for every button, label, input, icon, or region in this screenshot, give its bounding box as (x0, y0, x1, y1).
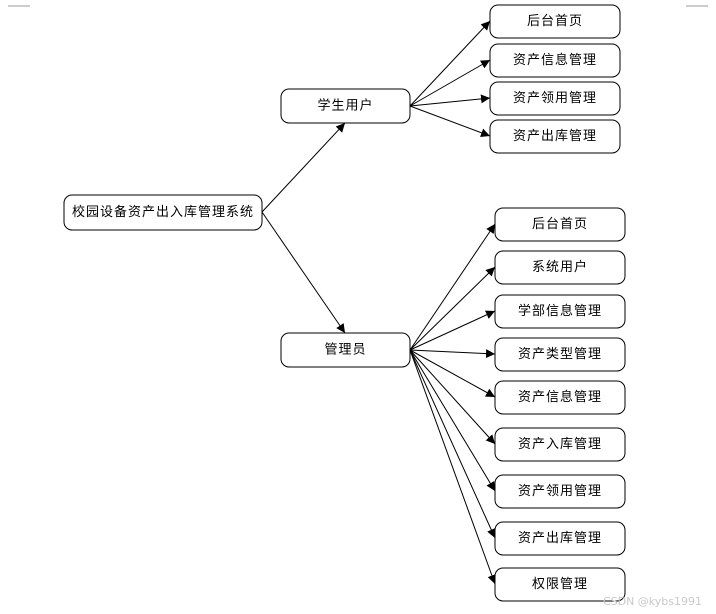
role-node-admin-label: 管理员 (324, 343, 366, 358)
admin-module-node: 资产出库管理 (494, 521, 626, 556)
edge-admin-to-module-1 (409, 223, 496, 351)
root-node: 校园设备资产出入库管理系统 (63, 194, 263, 231)
admin-module-label: 系统用户 (532, 259, 588, 275)
admin-module-label: 资产入库管理 (518, 436, 602, 452)
student-module-node: 后台首页 (489, 4, 621, 39)
role-node-student: 学生用户 (280, 88, 411, 124)
edge-student-to-module-3 (409, 94, 491, 107)
admin-module-node: 资产入库管理 (494, 427, 626, 462)
edge-admin-to-module-4 (409, 349, 496, 359)
admin-module-label: 资产类型管理 (518, 347, 602, 362)
edge-student-to-module-2 (409, 59, 491, 107)
edge-admin-to-module-2 (409, 266, 496, 351)
student-module-label: 资产出库管理 (513, 128, 597, 144)
root-node-label: 校园设备资产出入库管理系统 (72, 204, 254, 220)
edge-admin-to-module-5 (409, 349, 496, 398)
watermark: CSDN @kybs1991 (602, 595, 702, 608)
edge-admin-to-module-6 (409, 349, 496, 445)
admin-module-node: 系统用户 (494, 250, 626, 285)
admin-module-node: 资产领用管理 (494, 474, 626, 509)
edge-root-to-student (261, 122, 346, 213)
student-module-node: 资产信息管理 (489, 43, 621, 78)
edge-root-to-admin (261, 211, 346, 334)
student-module-label: 后台首页 (527, 14, 583, 29)
admin-module-label: 后台首页 (532, 217, 588, 232)
admin-module-node: 资产信息管理 (494, 380, 626, 415)
student-module-node: 资产出库管理 (489, 119, 621, 154)
admin-module-node: 资产类型管理 (494, 337, 626, 372)
edge-admin-to-module-3 (409, 310, 496, 351)
admin-module-node: 权限管理 (494, 567, 626, 602)
edge-admin-to-module-9 (409, 349, 497, 585)
admin-module-node: 后台首页 (494, 207, 626, 242)
student-module-label: 资产领用管理 (513, 91, 597, 106)
admin-module-label: 资产出库管理 (518, 530, 602, 546)
edges-layer (261, 20, 497, 585)
role-node-student-label: 学生用户 (317, 98, 373, 114)
student-module-node: 资产领用管理 (489, 81, 621, 116)
edge-student-to-module-1 (409, 20, 491, 107)
admin-module-node: 学部信息管理 (494, 294, 626, 329)
edge-admin-to-module-7 (409, 349, 496, 492)
admin-module-label: 学部信息管理 (518, 303, 602, 319)
student-module-label: 资产信息管理 (513, 52, 597, 68)
role-node-admin: 管理员 (280, 332, 411, 368)
edge-student-to-module-4 (409, 105, 491, 138)
admin-module-label: 权限管理 (532, 576, 588, 592)
edge-admin-to-module-8 (409, 349, 496, 539)
admin-module-label: 资产领用管理 (518, 484, 602, 499)
admin-module-label: 资产信息管理 (518, 389, 602, 405)
